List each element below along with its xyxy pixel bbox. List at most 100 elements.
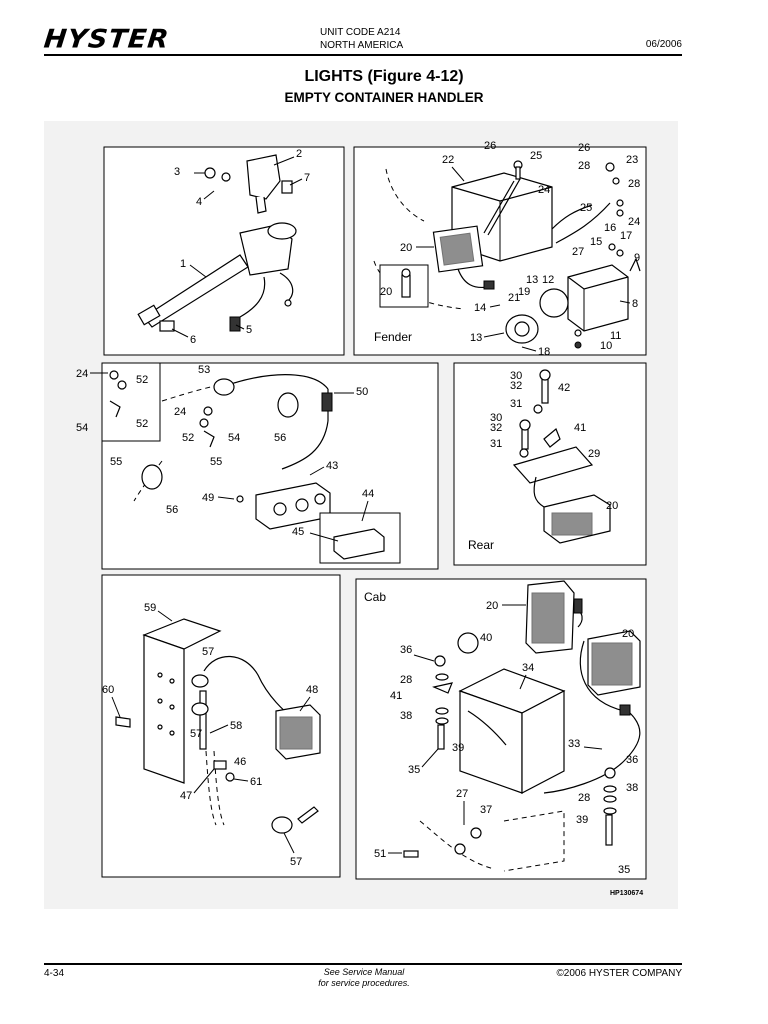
- part-callout-3: 3: [174, 166, 180, 178]
- cab-assembly: [403, 580, 641, 872]
- part-callout-35: 35: [618, 864, 630, 876]
- publication-date: 06/2006: [645, 39, 682, 50]
- part-callout-11: 11: [610, 330, 621, 342]
- part-callout-37: 37: [480, 804, 492, 816]
- part-callout-19: 19: [518, 286, 530, 298]
- part-callout-56: 56: [274, 432, 286, 444]
- part-callout-34: 34: [522, 662, 534, 674]
- part-callout-49: 49: [202, 492, 214, 504]
- panel-4-callouts: 30 32 42 31 30 32 41 31 29 20 Rear: [468, 370, 618, 552]
- part-callout-48: 48: [306, 684, 318, 696]
- part-callout-40: 40: [480, 632, 492, 644]
- panel-label-fender: Fender: [374, 330, 412, 344]
- panel-1-callouts: 2 3 7 4 1 6 5: [171, 148, 310, 346]
- page-number: 4-34: [44, 968, 65, 979]
- part-callout-46: 46: [234, 756, 246, 768]
- part-callout-50: 50: [356, 386, 368, 398]
- turn-signal-switch: [137, 154, 297, 332]
- fender-assembly: [373, 160, 641, 349]
- part-callout-35: 35: [408, 764, 420, 776]
- panel-3-callouts: 24 52 53 50 24 52 54 56 52 54 55 55 43 5…: [76, 364, 374, 542]
- part-callout-5: 5: [246, 324, 252, 336]
- part-callout-6: 6: [190, 334, 196, 346]
- page-subtitle: EMPTY CONTAINER HANDLER: [284, 90, 484, 105]
- part-callout-30: 30: [510, 370, 522, 382]
- exploded-parts-diagram: 2 3 7 4 1 6 5: [76, 140, 647, 897]
- unit-code-block: UNIT CODE A214 NORTH AMERICA: [320, 26, 403, 52]
- hyster-logo: HYSTER: [42, 24, 171, 55]
- part-callout-29: 29: [588, 448, 600, 460]
- part-callout-20: 20: [486, 600, 498, 612]
- part-callout-55: 55: [210, 456, 222, 468]
- part-callout-31: 31: [510, 398, 522, 410]
- part-callout-56: 56: [166, 504, 178, 516]
- part-callout-52: 52: [136, 418, 148, 430]
- part-callout-32: 32: [490, 422, 502, 434]
- part-callout-23: 23: [626, 154, 638, 166]
- part-callout-27: 27: [572, 246, 584, 258]
- part-callout-24: 24: [628, 216, 640, 228]
- part-callout-1: 1: [180, 258, 186, 270]
- part-callout-14: 14: [474, 302, 486, 314]
- part-callout-18: 18: [538, 346, 550, 358]
- part-callout-25: 25: [530, 150, 542, 162]
- part-callout-20: 20: [380, 286, 392, 298]
- part-callout-43: 43: [326, 460, 338, 472]
- part-callout-7: 7: [304, 172, 310, 184]
- drawing-code: HP130674: [610, 890, 643, 897]
- part-callout-57: 57: [190, 728, 202, 740]
- part-callout-52: 52: [182, 432, 194, 444]
- part-callout-47: 47: [180, 790, 192, 802]
- copyright: ©2006 HYSTER COMPANY: [556, 968, 682, 979]
- footer-note-line-2: for service procedures.: [318, 978, 410, 988]
- part-callout-27: 27: [456, 788, 468, 800]
- part-callout-16: 16: [604, 222, 616, 234]
- panel-5-callouts: 59 57 60 48 58 57 46 47 61 57: [102, 602, 318, 868]
- footer-rule: [44, 963, 682, 965]
- part-callout-28: 28: [400, 674, 412, 686]
- part-callout-54: 54: [228, 432, 240, 444]
- part-callout-57: 57: [290, 856, 302, 868]
- part-callout-58: 58: [230, 720, 242, 732]
- part-callout-17: 17: [620, 230, 632, 242]
- part-callout-52: 52: [136, 374, 148, 386]
- unit-code: UNIT CODE A214: [320, 27, 401, 38]
- part-callout-54: 54: [76, 422, 88, 434]
- part-callout-33: 33: [568, 738, 580, 750]
- part-callout-2: 2: [296, 148, 302, 160]
- part-callout-20: 20: [400, 242, 412, 254]
- bracket-assembly: [115, 618, 321, 834]
- part-callout-36: 36: [626, 754, 638, 766]
- part-callout-38: 38: [626, 782, 638, 794]
- page-title: LIGHTS (Figure 4-12): [304, 68, 464, 85]
- part-callout-39: 39: [576, 814, 588, 826]
- part-callout-39: 39: [452, 742, 464, 754]
- part-callout-8: 8: [632, 298, 638, 310]
- part-callout-60: 60: [102, 684, 114, 696]
- footer-note-line-1: See Service Manual: [323, 967, 405, 977]
- part-callout-61: 61: [250, 776, 262, 788]
- part-callout-38: 38: [400, 710, 412, 722]
- part-callout-51: 51: [374, 848, 386, 860]
- part-callout-36: 36: [400, 644, 412, 656]
- part-callout-13: 13: [526, 274, 538, 286]
- rear-assembly: [512, 369, 611, 544]
- part-callout-20: 20: [606, 500, 618, 512]
- part-callout-41: 41: [390, 690, 402, 702]
- part-callout-24: 24: [76, 368, 88, 380]
- panel-label-rear: Rear: [468, 538, 494, 552]
- part-callout-28: 28: [578, 160, 590, 172]
- header-rule: [44, 54, 682, 56]
- page-header: HYSTER UNIT CODE A214 NORTH AMERICA 06/2…: [42, 22, 682, 56]
- part-callout-4: 4: [196, 196, 202, 208]
- panel-2-callouts: 26 22 25 26 23 28 24 28 25 24 20 16 15 1…: [374, 140, 640, 358]
- part-callout-12: 12: [542, 274, 554, 286]
- part-callout-9: 9: [634, 252, 640, 264]
- part-callout-22: 22: [442, 154, 454, 166]
- part-callout-41: 41: [574, 422, 586, 434]
- part-callout-25: 25: [580, 202, 592, 214]
- part-callout-57: 57: [202, 646, 214, 658]
- part-callout-13: 13: [470, 332, 482, 344]
- footer-note: See Service Manual for service procedure…: [294, 967, 434, 989]
- part-callout-15: 15: [590, 236, 602, 248]
